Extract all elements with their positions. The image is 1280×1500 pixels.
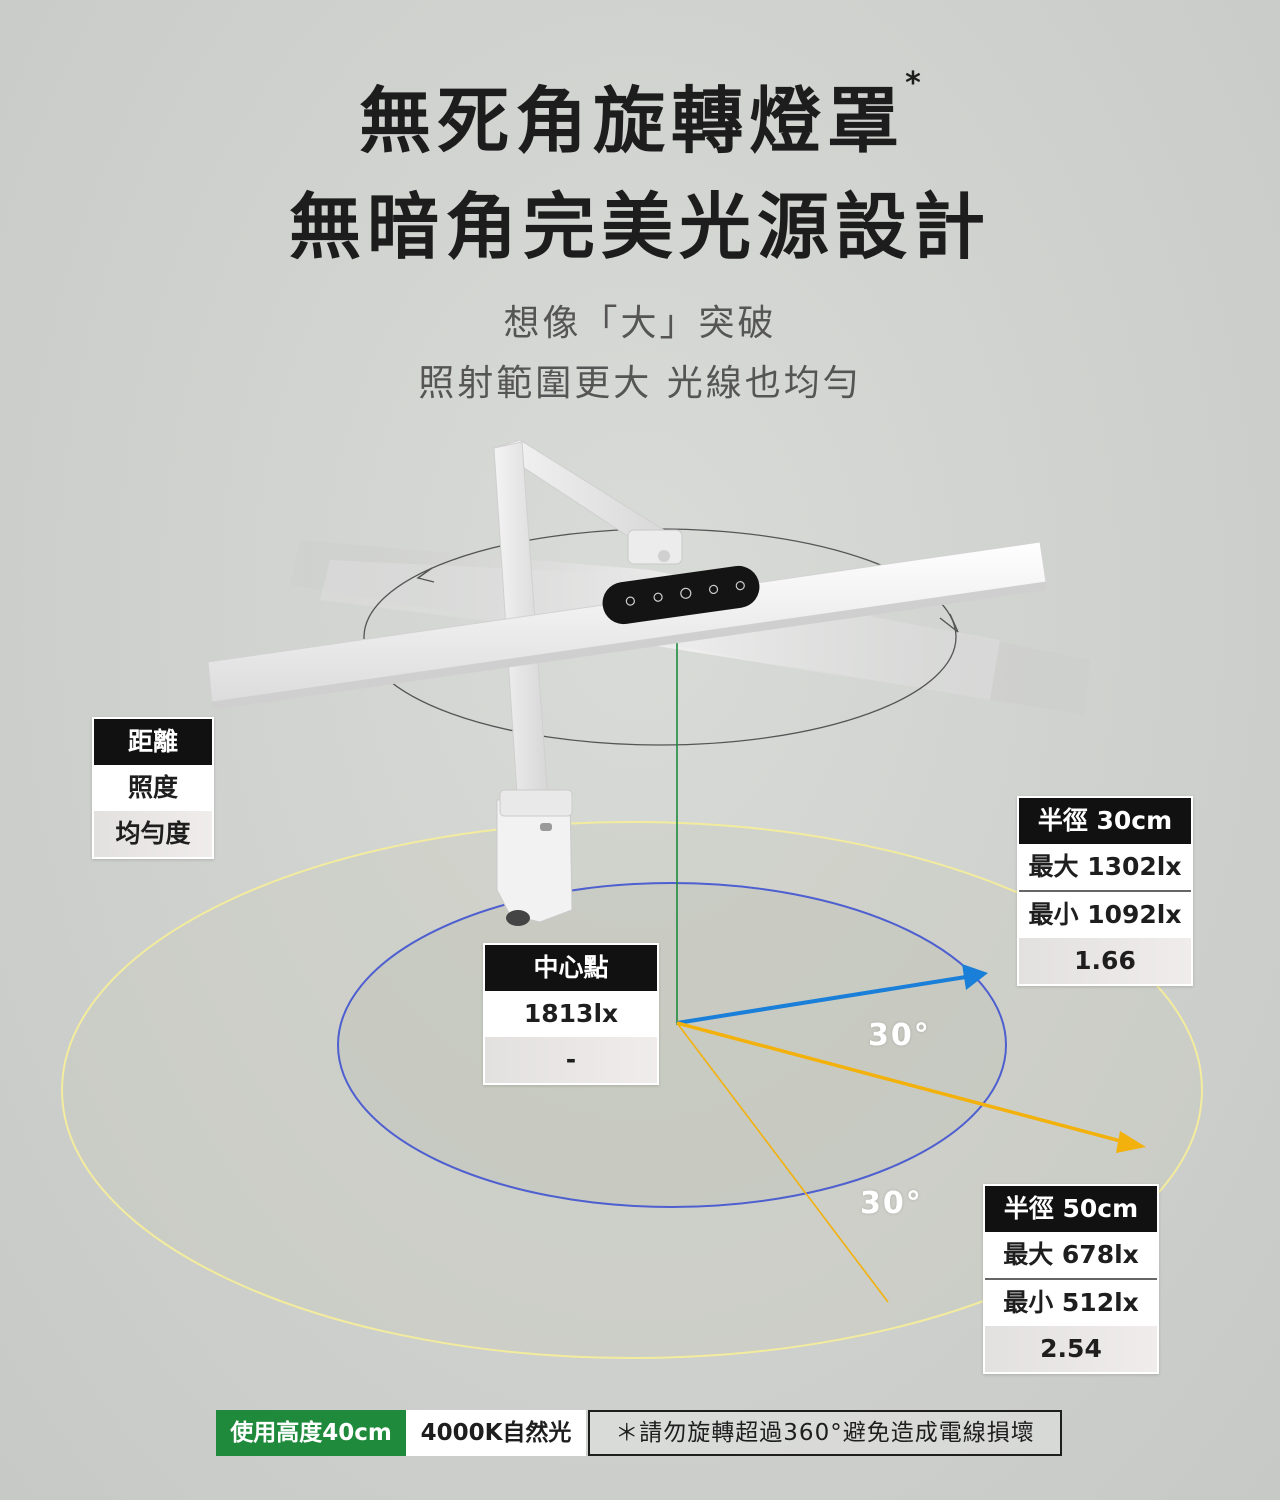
ellipse-radius-50	[61, 821, 1203, 1359]
asterisk-mark: *	[905, 66, 921, 101]
radius-50-label: 半徑 50cm	[985, 1186, 1157, 1232]
radius-50-max: 最大 678lx	[985, 1232, 1157, 1278]
angle-label-2: 30°	[860, 1186, 923, 1221]
radius-50-card: 半徑 50cm 最大 678lx 最小 512lx 2.54	[983, 1184, 1159, 1374]
legend-illuminance: 照度	[94, 765, 212, 811]
power-icon	[680, 587, 692, 599]
radius-50-min: 最小 512lx	[985, 1278, 1157, 1326]
moon-icon	[735, 581, 745, 591]
center-lux: 1813lx	[485, 991, 657, 1037]
sun-mid-icon	[653, 592, 663, 602]
ray-orange	[676, 1021, 1129, 1145]
legend-distance: 距離	[94, 719, 212, 765]
center-card: 中心點 1813lx -	[483, 943, 659, 1085]
arrow-left-icon	[416, 567, 435, 583]
radius-30-max: 最大 1302lx	[1019, 844, 1191, 890]
ray-blue	[676, 974, 973, 1025]
footer-height-badge: 使用高度40cm	[216, 1410, 406, 1456]
angle-label-1: 30°	[868, 1018, 931, 1053]
title-line-1: 無死角旋轉燈罩*	[359, 66, 921, 163]
center-label: 中心點	[485, 945, 657, 991]
arrow-right-icon	[939, 613, 959, 633]
radius-30-min: 最小 1092lx	[1019, 890, 1191, 938]
footer-color-temp-badge: 4000K自然光	[406, 1410, 586, 1456]
center-uniformity: -	[485, 1037, 657, 1083]
footer-warning-note: ＊請勿旋轉超過360°避免造成電線損壞	[588, 1410, 1062, 1456]
radius-50-uniformity: 2.54	[985, 1326, 1157, 1372]
legend-card: 距離 照度 均勻度	[92, 717, 214, 859]
legend-uniformity: 均勻度	[94, 811, 212, 857]
radius-30-card: 半徑 30cm 最大 1302lx 最小 1092lx 1.66	[1017, 796, 1193, 986]
lamp-joint	[627, 529, 683, 565]
ray-orange-down	[676, 1022, 889, 1303]
sun-dim-icon	[625, 596, 635, 606]
radius-30-uniformity: 1.66	[1019, 938, 1191, 984]
title-line-2: 無暗角完美光源設計	[288, 185, 991, 269]
subtitle-line-1: 想像「大」突破	[503, 303, 777, 344]
sun-bright-icon	[708, 584, 719, 595]
radius-30-label: 半徑 30cm	[1019, 798, 1191, 844]
subtitle-line-2: 照射範圍更大 光線也均勻	[418, 363, 862, 404]
